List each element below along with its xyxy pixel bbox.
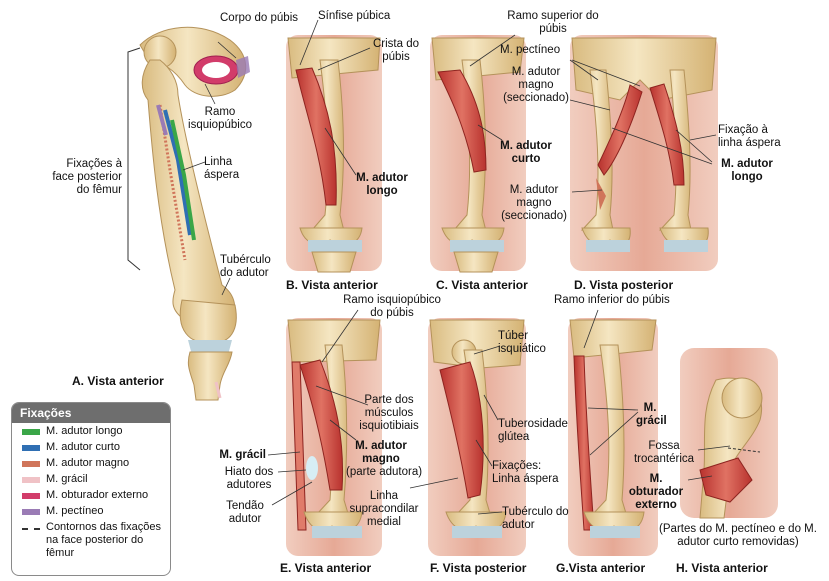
- label-fixacoes-face-posterior: Fixações à face posterior do fêmur: [52, 158, 122, 196]
- panel-a-knee: [179, 299, 237, 343]
- label-parte-adutora: (parte adutora): [346, 466, 423, 478]
- label-adutor-curto-c: M. adutor curto: [500, 140, 552, 165]
- label-adutor-longo-b: M. adutor longo: [356, 172, 408, 197]
- panel-g-illustration: [568, 309, 658, 556]
- legend-item: M. adutor magno: [12, 455, 170, 471]
- panel-f-muscle-adutor-magno: [439, 361, 484, 499]
- legend-item: M. grácil: [12, 471, 170, 487]
- panel-e-muscle-adutor-magno: [299, 359, 344, 491]
- caption-panel-e: E. Vista anterior: [280, 561, 372, 575]
- label-tuber-isquiatico: Túber isquiático: [498, 330, 546, 355]
- panel-b-illustration: [286, 19, 382, 273]
- label-corpo-pubis: Corpo do púbis: [220, 12, 298, 24]
- label-tuberculo-adutor-a: Tubérculo do adutor: [220, 254, 271, 279]
- legend-item-label: M. adutor longo: [46, 425, 123, 437]
- label-parte-isquiotibiais: Parte dos músculos isquiotibiais: [359, 394, 419, 432]
- label-partes-removidas: (Partes do M. pectíneo e do M. adutor cu…: [659, 523, 817, 548]
- legend-title: Fixações: [12, 403, 170, 423]
- label-tuberosidade-glutea: Tuberosidade glútea: [498, 418, 568, 443]
- legend-item-outline: Contornos das fixações na face posterior…: [12, 519, 170, 561]
- panel-c-muscle-adutor-curto: [437, 69, 487, 173]
- legend-item-label: M. adutor magno: [46, 457, 130, 469]
- caption-panel-d: D. Vista posterior: [574, 278, 674, 292]
- label-ramo-superior-pubis: Ramo superior do púbis: [507, 10, 599, 35]
- panel-e-illustration: [267, 309, 382, 556]
- panel-e-pelvis: [287, 319, 381, 363]
- caption-panel-b: B. Vista anterior: [286, 278, 378, 292]
- panel-g-pelvis: [569, 319, 657, 359]
- legend-item: M. adutor curto: [12, 439, 170, 455]
- label-adutor-magno-secc-bottom: M. adutor magno (seccionado): [501, 184, 567, 222]
- legend-swatch: [22, 429, 40, 435]
- label-tuberculo-adutor-f: Tubérculo do adutor: [502, 506, 569, 531]
- label-ramo-isquiopubico-a: Ramo isquiopúbico: [188, 106, 252, 131]
- label-sinfise-pubica: Sínfise púbica: [318, 10, 391, 22]
- caption-panel-a: A. Vista anterior: [72, 374, 164, 388]
- legend-item: M. pectíneo: [12, 503, 170, 519]
- legend-list: M. adutor longo M. adutor curto M. adutor …: [12, 423, 170, 519]
- label-linha-aspera-a: Linha áspera: [204, 156, 240, 181]
- label-crista-pubis: Crista do púbis: [372, 38, 420, 63]
- legend-swatch: [22, 461, 40, 467]
- panel-d-illustration: [569, 35, 718, 271]
- legend-item: M. obturador externo: [12, 487, 170, 503]
- label-ramo-isquiopubico-e: Ramo isquiopúbico do púbis: [343, 294, 441, 319]
- legend-item-label: M. adutor curto: [46, 441, 120, 453]
- legend-swatch: [22, 445, 40, 451]
- label-tendao-adutor: Tendão adutor: [226, 500, 264, 525]
- caption-panel-g: G.Vista anterior: [556, 561, 646, 575]
- label-fixacoes-linha-aspera: Fixações: Linha áspera: [492, 460, 559, 485]
- panel-a-femur-diagram: [127, 26, 250, 401]
- panel-f-illustration: [409, 318, 526, 556]
- label-obturador-externo: M. obturador externo: [628, 473, 684, 511]
- panel-d-muscle-right: [649, 83, 685, 186]
- label-fixacao-linha-aspera: Fixação à linha áspera: [718, 124, 781, 149]
- label-hiato-adutores: Hiato dos adutores: [224, 466, 274, 491]
- panel-h-illustration: [680, 348, 778, 519]
- panel-c-illustration: [430, 34, 526, 273]
- panel-h-muscle-obturador: [699, 457, 753, 503]
- legend-item-label: M. grácil: [46, 473, 88, 485]
- legend-swatch-dashed: [22, 528, 40, 530]
- label-adutor-longo-d: M. adutor longo: [721, 158, 773, 183]
- legend-item-label: M. obturador externo: [46, 489, 149, 501]
- label-linha-supracondilar: Linha supracondilar medial: [349, 490, 419, 528]
- caption-panel-h: H. Vista anterior: [676, 561, 768, 575]
- legend-item-label: M. pectíneo: [46, 505, 104, 517]
- legend-swatch: [22, 509, 40, 515]
- label-pectineo-d: M. pectíneo: [500, 44, 561, 56]
- caption-panel-c: C. Vista anterior: [436, 278, 528, 292]
- legend-outline-label: Contornos das fixações na face posterior…: [46, 521, 161, 559]
- legend-swatch: [22, 493, 40, 499]
- label-gracil-g: M. grácil: [636, 402, 667, 427]
- label-gracil-e: M. grácil: [219, 449, 266, 461]
- panel-b-muscle-adutor-longo: [295, 67, 337, 206]
- caption-panel-f: F. Vista posterior: [430, 561, 527, 575]
- panel-c-pelvis: [431, 37, 525, 81]
- panel-a-tibia: [187, 351, 233, 401]
- label-fossa-trocanterica: Fossa trocantérica: [633, 440, 695, 465]
- label-adutor-magno-secc-top: M. adutor magno (seccionado): [503, 66, 569, 104]
- legend-item: M. adutor longo: [12, 423, 170, 439]
- label-ramo-inferior-pubis: Ramo inferior do púbis: [554, 294, 670, 306]
- legend-swatch: [22, 477, 40, 483]
- panel-e-muscle-gracil: [291, 361, 307, 531]
- panel-d-muscle-left: [597, 84, 643, 176]
- label-adutor-magno-e: M. adutor magno: [355, 440, 407, 465]
